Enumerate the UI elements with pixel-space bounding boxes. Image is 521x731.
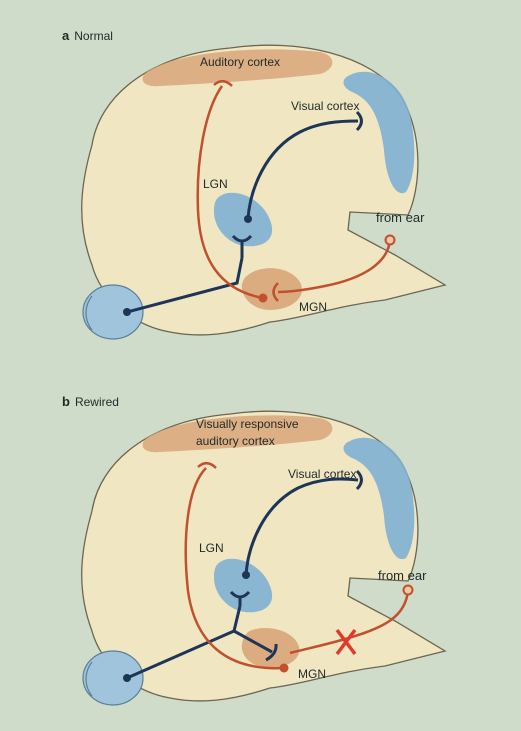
mgn-visual-terminal-icon: [265, 643, 278, 662]
auditory-cortex-region: [142, 49, 333, 87]
panel-letter: b: [62, 394, 70, 409]
eye: [82, 284, 144, 340]
from-ear-label: from ear: [378, 568, 427, 583]
lgn-label: LGN: [199, 541, 224, 555]
auditory-cortex-label: Auditory cortex: [200, 55, 280, 69]
panel-rewired: b Rewired: [0, 366, 521, 731]
auditory-cortex-terminal-icon: [197, 462, 217, 469]
panel-title: b Rewired: [62, 394, 119, 409]
lgn-to-cortex-pathway: [244, 477, 359, 576]
from-ear-label: from ear: [376, 210, 425, 225]
mgn-terminal-icon: [272, 282, 279, 302]
auditory-cortex-region: [142, 415, 333, 453]
mgn-label: MGN: [299, 300, 327, 314]
panel-title: a Normal: [62, 28, 113, 43]
lgn-terminal-icon: [231, 234, 253, 243]
lgn-label: LGN: [203, 177, 228, 191]
diagram-rewired: Visually responsive auditory cortex Visu…: [81, 410, 447, 706]
lesion-x-icon: [335, 628, 357, 656]
mgn-to-cortex-pathway: [184, 467, 285, 670]
auditory-cortex-label-line2: auditory cortex: [196, 434, 275, 448]
auditory-cortex-label-line1: Visually responsive: [196, 417, 299, 431]
ear-to-mgn-pathway: [277, 239, 392, 294]
visual-cortex-terminal-icon: [355, 469, 363, 491]
mgn-region: [241, 268, 302, 310]
mgn-label: MGN: [298, 667, 326, 681]
visual-cortex-label: Visual cortex: [291, 99, 359, 113]
visual-cortex-label: Visual cortex: [288, 467, 356, 481]
panel-title-text: Rewired: [74, 395, 119, 409]
visual-cortex-region: [343, 71, 415, 194]
mgn-to-cortex-pathway: [196, 85, 264, 300]
lgn-region: [214, 192, 273, 247]
diagram-normal: Auditory cortex Visual cortex LGN MGN fr…: [81, 44, 447, 340]
brain-outline: [81, 410, 447, 702]
visual-branch-to-mgn: [233, 629, 273, 654]
lgn-terminal-icon: [229, 590, 251, 599]
visual-pathway: [126, 257, 244, 314]
visual-cortex-terminal-icon: [355, 110, 363, 132]
visual-cortex-region: [343, 437, 415, 560]
eye: [82, 650, 144, 706]
lgn-to-cortex-pathway: [246, 119, 359, 220]
brain-outline: [81, 44, 447, 336]
panel-letter: a: [62, 28, 70, 43]
mgn-region: [241, 628, 300, 668]
lgn-region: [214, 558, 273, 613]
auditory-cortex-terminal-icon: [213, 80, 233, 87]
panel-title-text: Normal: [74, 29, 113, 43]
